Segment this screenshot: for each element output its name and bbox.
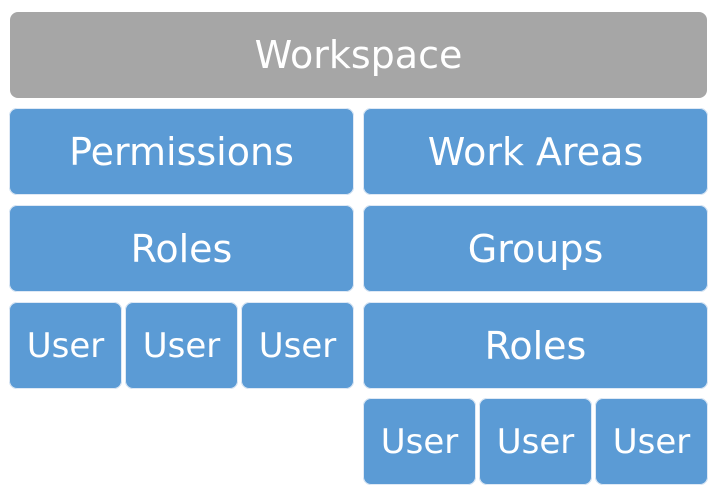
left-user-block-3: User [241, 302, 354, 389]
groups-label: Groups [467, 226, 604, 271]
right-user-block-2: User [479, 398, 592, 485]
permissions-block: Permissions [9, 108, 354, 195]
work-areas-label: Work Areas [427, 129, 644, 174]
left-user-block-1: User [9, 302, 122, 389]
right-user-label-3: User [612, 421, 691, 462]
left-user-label-3: User [258, 325, 337, 366]
left-roles-label: Roles [130, 226, 233, 271]
work-areas-block: Work Areas [363, 108, 708, 195]
left-user-label-2: User [142, 325, 221, 366]
right-roles-block: Roles [363, 302, 708, 389]
right-roles-label: Roles [484, 323, 587, 368]
workspace-label: Workspace [254, 33, 463, 77]
right-user-block-1: User [363, 398, 476, 485]
right-user-label-1: User [380, 421, 459, 462]
right-user-label-2: User [496, 421, 575, 462]
left-user-block-2: User [125, 302, 238, 389]
left-user-label-1: User [26, 325, 105, 366]
workspace-block: Workspace [10, 12, 707, 98]
permissions-label: Permissions [69, 129, 294, 174]
right-user-block-3: User [595, 398, 708, 485]
groups-block: Groups [363, 205, 708, 292]
left-roles-block: Roles [9, 205, 354, 292]
